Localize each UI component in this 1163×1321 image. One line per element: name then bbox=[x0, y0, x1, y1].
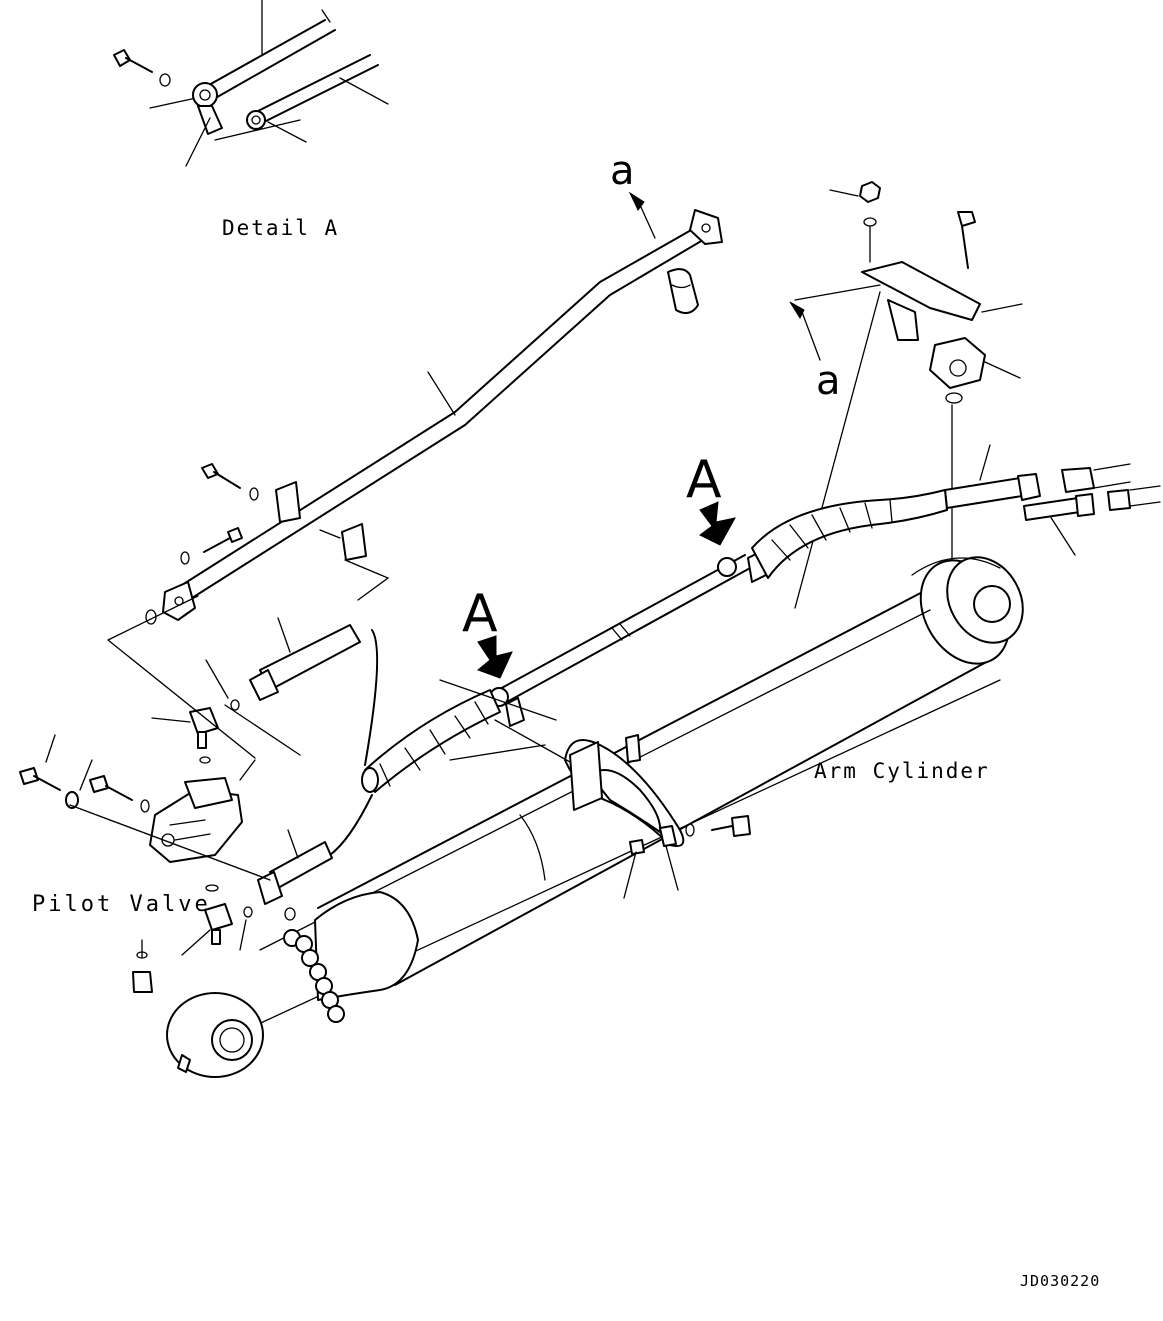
right-hoses bbox=[944, 444, 1161, 556]
upper-pipe bbox=[145, 209, 723, 625]
detail-a-drawing bbox=[113, 0, 389, 167]
detail-a-caption: Detail A bbox=[222, 216, 340, 240]
ref-label-a-right: a bbox=[816, 358, 841, 404]
view-arrow-lower bbox=[477, 635, 513, 679]
view-label-a-lower: A bbox=[462, 584, 498, 644]
pilot-valve-label: Pilot Valve bbox=[32, 892, 211, 917]
leader-lines bbox=[319, 529, 557, 721]
arm-cylinder bbox=[166, 556, 1024, 1078]
middle-pipe bbox=[489, 551, 767, 727]
arm-cylinder-label: Arm Cylinder bbox=[814, 759, 990, 783]
wrapped-hose-left bbox=[249, 617, 501, 905]
drawing-code: JD030220 bbox=[1020, 1272, 1101, 1290]
ref-label-a-upper: a bbox=[610, 148, 635, 194]
view-arrow-upper bbox=[699, 501, 736, 546]
cylinder-rings bbox=[283, 929, 345, 1023]
view-label-a-upper: A bbox=[686, 450, 722, 510]
wrapped-hose-right bbox=[751, 489, 948, 579]
cylinder-clamp bbox=[449, 719, 751, 899]
ref-arrow-upper bbox=[628, 191, 656, 239]
right-bracket-assembly bbox=[789, 181, 1023, 609]
pilot-valve bbox=[19, 595, 301, 993]
